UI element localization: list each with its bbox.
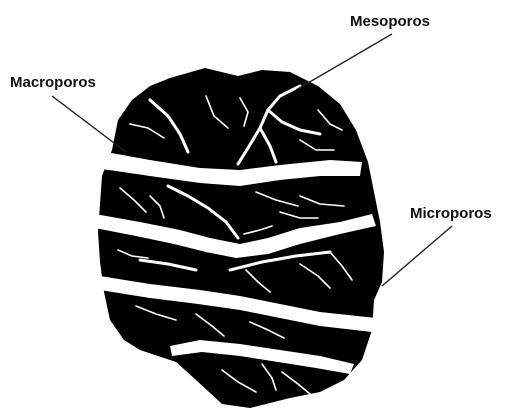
leader-line-mesoporos [296, 34, 392, 90]
label-mesoporos: Mesoporos [350, 14, 430, 29]
soil-aggregate [98, 68, 384, 408]
label-microporos: Microporos [410, 206, 492, 221]
label-macroporos: Macroporos [10, 75, 96, 90]
leader-line-microporos [382, 226, 452, 286]
leader-line-macroporos [52, 96, 126, 152]
